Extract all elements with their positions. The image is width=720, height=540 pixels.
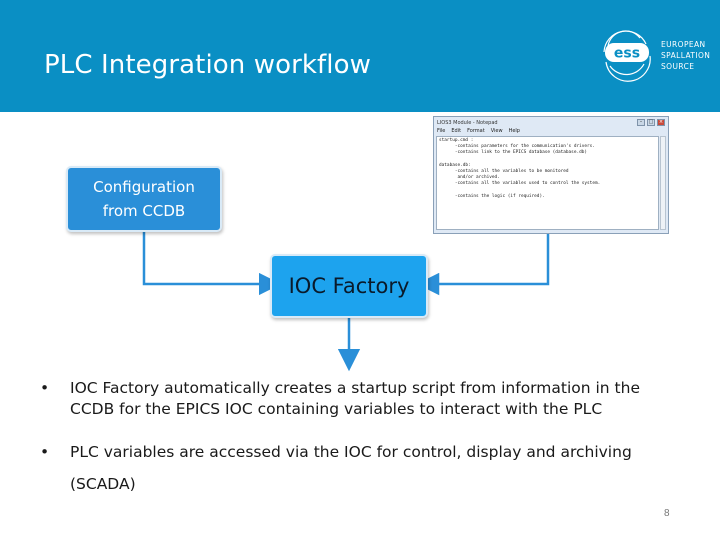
bullet-2-line-1: PLC variables are accessed via the IOC f… [70, 443, 632, 461]
menu-help: Help [508, 128, 520, 134]
ess-logo: ess EUROPEAN SPALLATION SOURCE [596, 22, 716, 82]
bullet-item: • PLC variables are accessed via the IOC… [40, 436, 700, 500]
menu-view: View [490, 128, 503, 134]
editor-line: database.db: [439, 162, 471, 168]
logo-line-1: EUROPEAN [661, 40, 706, 49]
editor-line: -contains all the variables used to cont… [439, 181, 601, 187]
config-from-ccdb-box: Configuration from CCDB [66, 166, 222, 232]
bullet-list: • IOC Factory automatically creates a st… [40, 378, 700, 500]
notepad-text-area: startup.cmd : -contains parameters for t… [436, 136, 659, 230]
logo-line-3: SOURCE [661, 62, 695, 71]
editor-line: -contains the logic (if required). [439, 193, 545, 199]
config-box-line-2: from CCDB [102, 202, 186, 220]
connector-config-to-ioc [142, 232, 282, 296]
maximize-icon: □ [647, 119, 655, 126]
menu-edit: Edit [451, 128, 462, 134]
editor-line: -contains link to the EPICS database (da… [439, 150, 588, 156]
notepad-window-title: LIOS3 Module - Notepad [437, 120, 498, 126]
config-box-line-1: Configuration [93, 178, 195, 196]
logo-line-2: SPALLATION [661, 51, 711, 60]
ioc-factory-box: IOC Factory [270, 254, 428, 318]
bullet-1-line-1: IOC Factory automatically creates a star… [70, 379, 640, 397]
ess-logo-mark: ess [603, 30, 651, 82]
bullet-marker: • [40, 379, 50, 397]
window-controls: – □ × [637, 119, 665, 126]
editor-line: -contains all the variables to be monito… [439, 169, 569, 175]
slide-title: PLC Integration workflow [44, 50, 371, 80]
editor-line: and/or archived. [439, 175, 500, 181]
close-icon: × [657, 119, 665, 126]
notepad-scrollbar [660, 136, 666, 230]
bullet-1-line-2: CCDB for the EPICS IOC containing variab… [70, 400, 603, 418]
connector-editor-to-ioc [416, 234, 550, 296]
workflow-connectors [142, 232, 550, 372]
menu-format: Format [467, 128, 485, 134]
notepad-menubar: File Edit Format View Help [437, 128, 520, 135]
ess-logo-mark-text: ess [614, 46, 640, 62]
ess-logo-text: EUROPEAN SPALLATION SOURCE [661, 39, 710, 72]
menu-file: File [437, 128, 446, 134]
bullet-2-line-2: (SCADA) [70, 475, 136, 493]
bullet-marker: • [40, 443, 50, 461]
notepad-screenshot: LIOS3 Module - Notepad – □ × File Edit F… [433, 116, 669, 234]
header-bar: PLC Integration workflow ess EUROPEAN SP… [0, 0, 720, 112]
minimize-icon: – [637, 119, 645, 126]
ioc-factory-label: IOC Factory [288, 274, 410, 298]
bullet-item: • IOC Factory automatically creates a st… [40, 378, 700, 420]
editor-line: startup.cmd : [439, 138, 474, 143]
page-number: 8 [664, 508, 670, 519]
editor-line: -contains parameters for the communicati… [439, 144, 595, 150]
